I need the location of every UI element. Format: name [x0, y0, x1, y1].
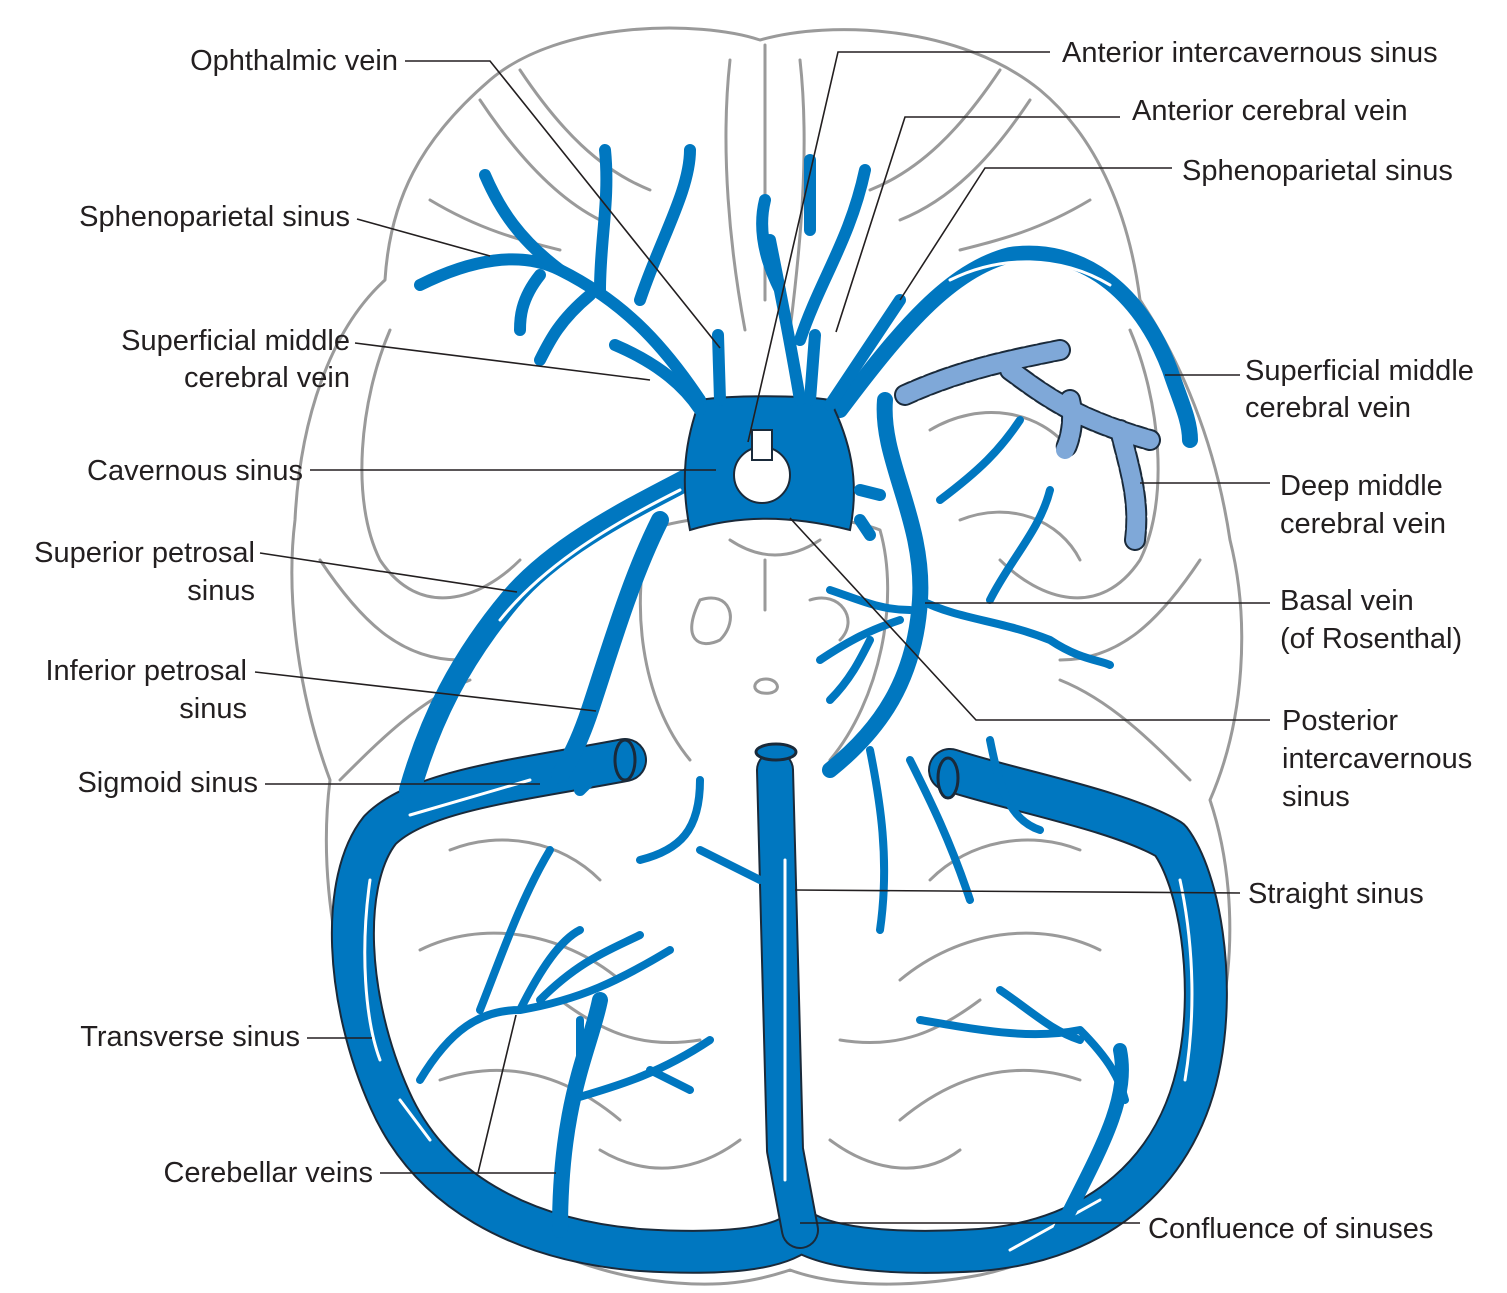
deep-middle-cerebral-vein — [894, 339, 1161, 551]
label-basal-vein-1: Basal vein — [1280, 585, 1414, 617]
label-superficial-middle-cerebral-vein-right-2: cerebral vein — [1245, 392, 1411, 424]
label-sphenoparietal-sinus-right: Sphenoparietal sinus — [1182, 155, 1453, 187]
label-transverse-sinus: Transverse sinus — [80, 1021, 300, 1053]
labels-left: Ophthalmic vein Sphenoparietal sinus Sup… — [34, 45, 398, 1189]
sigmoid-openings — [613, 738, 960, 800]
cerebellar-veins — [416, 416, 1129, 1104]
label-sigmoid-sinus: Sigmoid sinus — [77, 767, 258, 799]
label-anterior-intercavernous-sinus: Anterior intercavernous sinus — [1062, 37, 1438, 69]
label-posterior-intercavernous-sinus-3: sinus — [1282, 781, 1350, 813]
label-inferior-petrosal-sinus-2: sinus — [179, 693, 247, 725]
label-cavernous-sinus: Cavernous sinus — [87, 455, 303, 487]
label-superior-petrosal-sinus-1: Superior petrosal — [34, 537, 255, 569]
venous-sinuses — [330, 144, 1228, 1274]
labels-right: Anterior intercavernous sinus Anterior c… — [1062, 37, 1474, 1245]
label-basal-vein-2: (of Rosenthal) — [1280, 623, 1462, 655]
superficial-middle-cerebral-vein-right — [832, 245, 1198, 448]
label-posterior-intercavernous-sinus-1: Posterior — [1282, 705, 1398, 737]
label-cerebellar-veins: Cerebellar veins — [163, 1157, 373, 1189]
label-sphenoparietal-sinus-left: Sphenoparietal sinus — [79, 201, 350, 233]
label-ophthalmic-vein: Ophthalmic vein — [190, 45, 398, 77]
label-superficial-middle-cerebral-vein-right-1: Superficial middle — [1245, 355, 1474, 387]
label-superficial-middle-cerebral-vein-left-2: cerebral vein — [184, 362, 350, 394]
label-straight-sinus: Straight sinus — [1248, 878, 1424, 910]
superior-petrosal-sinus — [399, 459, 716, 801]
label-posterior-intercavernous-sinus-2: intercavernous — [1282, 743, 1472, 775]
label-confluence-of-sinuses: Confluence of sinuses — [1148, 1213, 1433, 1245]
inferior-petrosal-sinus — [551, 511, 669, 784]
label-anterior-cerebral-vein: Anterior cerebral vein — [1132, 95, 1408, 127]
label-inferior-petrosal-sinus-1: Inferior petrosal — [46, 655, 248, 687]
cavernous-sinus — [683, 395, 855, 532]
label-deep-middle-cerebral-vein-1: Deep middle — [1280, 470, 1443, 502]
leader-lines — [254, 51, 1270, 1224]
label-deep-middle-cerebral-vein-2: cerebral vein — [1280, 508, 1446, 540]
label-superior-petrosal-sinus-2: sinus — [187, 575, 255, 607]
label-superficial-middle-cerebral-vein-left-1: Superficial middle — [121, 325, 350, 357]
